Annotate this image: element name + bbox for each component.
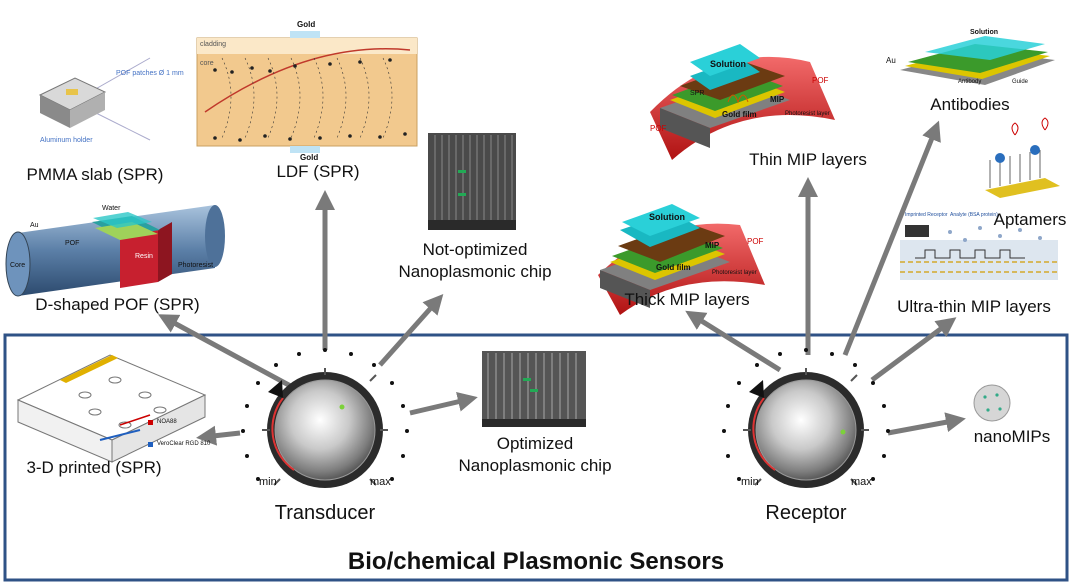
d-au-label: Au <box>30 222 39 229</box>
thin-pof-label: POF <box>812 76 829 85</box>
transducer-min-label: min <box>259 476 277 488</box>
arrows <box>157 120 966 446</box>
printed-noa-label: NOA88 <box>157 419 177 425</box>
d-pof-label: POF <box>65 240 80 247</box>
label-3d-printed: 3-D printed (SPR) <box>26 458 162 477</box>
transducer-label: Transducer <box>274 502 376 524</box>
nanomips-illustration <box>973 384 1011 422</box>
label-thick-mip: Thick MIP layers <box>624 290 750 309</box>
ab-guide-label: Guide <box>1012 79 1029 85</box>
thin-photoresist-label: Photoresist layer <box>785 111 830 117</box>
ldf-gold-top-label: Gold <box>297 20 316 29</box>
thin-mip-label: MIP <box>770 95 785 104</box>
label-aptamers: Aptamers <box>993 210 1067 229</box>
label-ldf: LDF (SPR) <box>276 162 360 181</box>
label-d-shaped-pof: D-shaped POF (SPR) <box>35 295 200 314</box>
pmma-holder-label: Aluminum holder <box>40 137 93 144</box>
label-pmma-slab: PMMA slab (SPR) <box>26 165 164 184</box>
ldf-illustration <box>196 31 418 153</box>
transducer-max-label: max <box>370 476 391 488</box>
thick-gold-label: Gold film <box>656 263 691 272</box>
thick-mip-illustration <box>598 204 765 315</box>
panel-frame <box>3 333 1069 582</box>
thin-gold-label: Gold film <box>722 110 757 119</box>
label-antibodies: Antibodies <box>930 95 1010 114</box>
receptor-min-label: min <box>741 476 759 488</box>
d-resin-label: Resin <box>135 253 153 260</box>
label-thin-mip: Thin MIP layers <box>749 150 867 169</box>
ut-imprinted-label: Imprinted Receptor <box>905 212 948 218</box>
ut-analyte-label: Analyte (BSA protein) <box>950 212 998 218</box>
thin-solution-label: Solution <box>710 59 746 69</box>
label-ultrathin-mip: Ultra-thin MIP layers <box>897 297 1051 316</box>
diagram-title: Bio/chemical Plasmonic Sensors <box>347 548 725 575</box>
receptor-max-label: max <box>851 476 872 488</box>
ab-au-label: Au <box>886 56 896 65</box>
d-shaped-pof-illustration <box>5 205 225 297</box>
label-not-optimized-1: Not-optimized <box>422 240 528 259</box>
label-optimized-1: Optimized <box>496 434 574 453</box>
d-water-label: Water <box>102 205 121 212</box>
thick-photoresist-label: Photoresist layer <box>712 270 757 276</box>
antibodies-illustration <box>879 28 1061 90</box>
d-photoresist-label: Photoresist <box>178 262 214 269</box>
ldf-cladding-label: cladding <box>200 41 227 48</box>
transducer-knob <box>241 348 409 488</box>
ldf-gold-bottom-label: Gold <box>300 153 319 162</box>
thin-mip-illustration <box>650 44 835 161</box>
not-optimized-chip-image <box>428 133 516 230</box>
receptor-label: Receptor <box>765 502 847 524</box>
aptamers-illustration <box>985 117 1060 198</box>
thick-pof-label: POF <box>747 237 764 246</box>
pmma-patches-label: POF patches Ø 1 mm <box>116 70 184 77</box>
ldf-core-label: core <box>200 60 214 67</box>
ab-solution-label: Solution <box>970 29 998 36</box>
label-not-optimized-2: Nanoplasmonic chip <box>398 262 552 281</box>
printed-vero-label: VeroClear RGD 810 <box>157 441 211 447</box>
ab-antibody-label: Antibody <box>958 79 982 85</box>
d-core-label: Core <box>10 262 26 269</box>
3d-printed-illustration <box>16 354 207 463</box>
label-optimized-2: Nanoplasmonic chip <box>458 456 612 475</box>
ultrathin-mip-illustration <box>900 225 1058 280</box>
receptor-knob <box>722 348 890 488</box>
thin-spr-label: SPR <box>690 90 705 97</box>
optimized-chip-image <box>482 351 586 427</box>
thin-pof-label-2: POF <box>650 124 667 133</box>
thick-solution-label: Solution <box>649 212 685 222</box>
label-nanomips: nanoMIPs <box>973 427 1051 446</box>
pmma-slab-illustration <box>38 57 151 141</box>
thick-mip-label: MIP <box>705 241 720 250</box>
